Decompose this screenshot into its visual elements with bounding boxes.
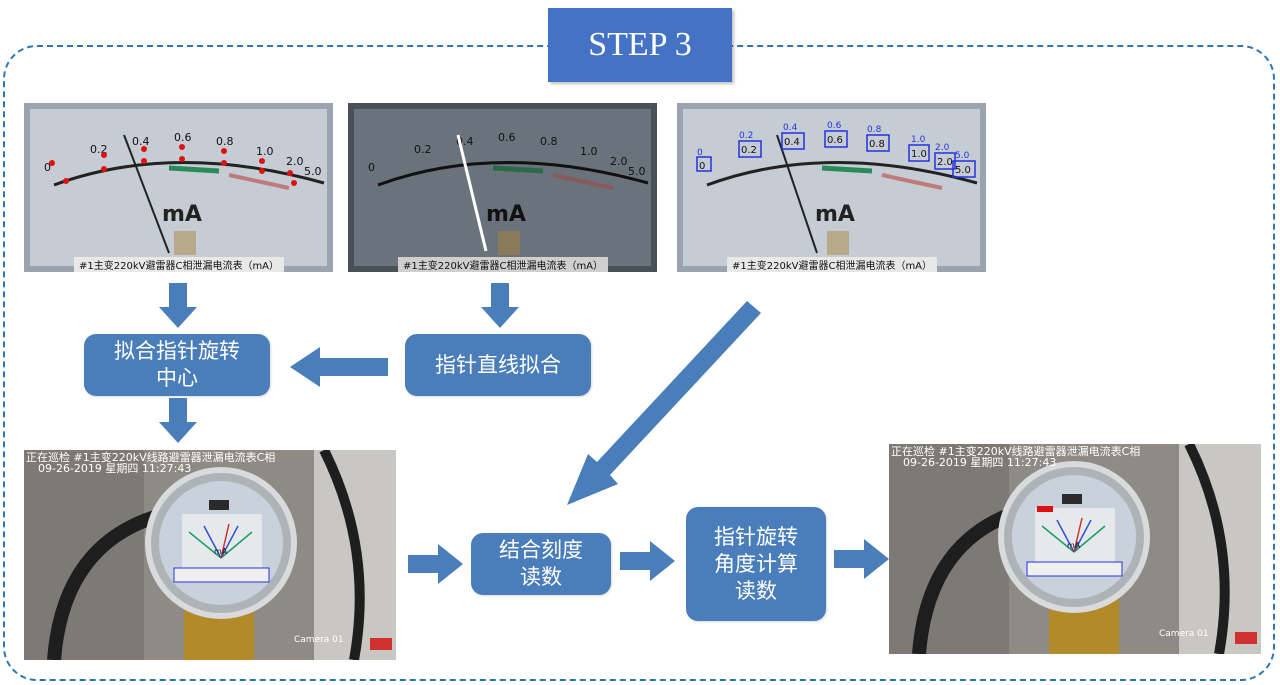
scale-label: 5.0 xyxy=(628,165,646,178)
camera-label: Camera 01 xyxy=(294,635,344,645)
camera-timestamp: 09-26-2019 星期四 11:27:43 xyxy=(38,462,191,475)
arrow-down-icon xyxy=(159,283,197,328)
arrow-right-icon xyxy=(620,541,675,581)
gauge-unit-label: mA xyxy=(162,202,202,227)
scale-label: 0.6 xyxy=(498,131,516,144)
scale-label: 0.8 xyxy=(216,135,234,148)
scale-label: 0.2 xyxy=(414,143,432,156)
fit-rotation-center-box: 拟合指针旋转 中心 xyxy=(84,334,270,396)
arrow-right-icon xyxy=(834,539,889,579)
camera-frame-right-image: mA 正在巡检 #1主变220kV线路避雷器泄漏电流表C相 09-26-2019… xyxy=(889,444,1261,654)
arrow-down-icon xyxy=(481,283,519,328)
gauge-nameplate: #1主变220kV避雷器C相泄漏电流表（mA） xyxy=(403,259,603,272)
scale-label: 5.0 xyxy=(304,165,322,178)
scale-label: 0.4 xyxy=(783,123,798,133)
scale-label: 0.6 xyxy=(174,131,192,144)
scale-label: 2.0 xyxy=(610,155,628,168)
scale-label: 1.0 xyxy=(256,145,274,158)
scale-label: 0.8 xyxy=(869,139,885,150)
arrow-down-icon xyxy=(159,398,197,443)
gauge-unit-label: mA xyxy=(1067,541,1081,550)
scale-label: 0.2 xyxy=(739,131,753,141)
scale-label: 1.0 xyxy=(911,149,927,160)
pointer-line-fit-box: 指针直线拟合 xyxy=(405,334,591,396)
scale-label: 1.0 xyxy=(911,135,926,145)
arrow-diagonal-icon xyxy=(567,301,761,505)
scale-label: 0.4 xyxy=(784,137,800,148)
arrow-left-icon xyxy=(290,347,388,387)
gauge-scale-detection-image: 0 0.2 0.4 0.6 0.8 1.0 2.0 5.0 0 0.2 0.4 0.… xyxy=(677,103,986,272)
scale-label: 1.0 xyxy=(580,145,598,158)
arrow-right-icon xyxy=(408,544,463,584)
camera-status-text: 正在巡检 #1主变220kV线路避雷器泄漏电流表C相 xyxy=(891,444,1140,458)
camera-status-text: 正在巡检 #1主变220kV线路避雷器泄漏电流表C相 xyxy=(26,450,275,464)
scale-label: 0 xyxy=(697,148,703,158)
camera-frame-left-image: mA 正在巡检 #1主变220kV线路避雷器泄漏电流表C相 09-26-2019… xyxy=(24,450,396,660)
camera-label: Camera 01 xyxy=(1159,629,1209,639)
gauge-keypoints-image: 0 0.2 0.4 0.6 0.8 1.0 2.0 5.0 mA #1主变220… xyxy=(24,103,333,272)
scale-label: 5.0 xyxy=(955,151,970,161)
gauge-unit-label: mA xyxy=(815,202,855,227)
scale-label: 0.4 xyxy=(132,135,150,148)
scale-label: 0 xyxy=(368,161,375,174)
scale-label: 2.0 xyxy=(935,143,950,153)
scale-label: 2.0 xyxy=(937,157,953,168)
combine-scale-reading-box: 结合刻度 读数 xyxy=(471,533,611,595)
scale-label: 0 xyxy=(44,161,51,174)
scale-label: 5.0 xyxy=(955,165,971,176)
camera-timestamp: 09-26-2019 星期四 11:27:43 xyxy=(903,456,1056,469)
gauge-nameplate: #1主变220kV避雷器C相泄漏电流表（mA） xyxy=(79,259,279,272)
gauge-unit-label: mA xyxy=(486,202,526,227)
scale-label: 0.2 xyxy=(741,145,757,156)
scale-label: 0 xyxy=(699,161,705,172)
rotation-angle-reading-box: 指针旋转 角度计算 读数 xyxy=(686,507,826,621)
gauge-unit-label: mA xyxy=(214,547,228,556)
scale-label: 0.6 xyxy=(827,121,842,131)
scale-label: 0.6 xyxy=(827,135,843,146)
scale-label: 0.8 xyxy=(867,125,882,135)
step-title: STEP 3 xyxy=(548,8,732,82)
scale-label: 0.8 xyxy=(540,135,558,148)
scale-label: 2.0 xyxy=(286,155,304,168)
gauge-line-fit-image: 0 0.2 0.4 0.6 0.8 1.0 2.0 5.0 mA #1主变220… xyxy=(348,103,657,272)
gauge-nameplate: #1主变220kV避雷器C相泄漏电流表（mA） xyxy=(732,259,932,272)
